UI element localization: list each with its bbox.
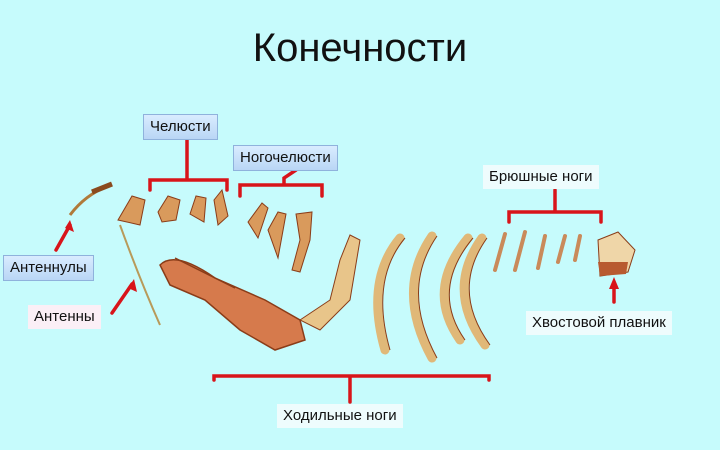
label-walking-legs: Ходильные ноги xyxy=(277,404,403,428)
maxilliped-limbs xyxy=(247,202,313,273)
walking-legs-outline xyxy=(382,235,491,359)
tail-fin xyxy=(597,231,636,277)
slide-title: Конечности xyxy=(252,26,468,70)
label-antennules: Антеннулы xyxy=(3,255,94,281)
antennule-limb xyxy=(68,181,113,216)
antenna-limb xyxy=(119,224,161,326)
label-tail-fin: Хвостовой плавник xyxy=(526,311,672,335)
swimmeret-limbs xyxy=(493,230,582,272)
walking-legs xyxy=(373,231,490,363)
label-antennae: Антенны xyxy=(28,305,101,329)
label-swimmerets: Брюшные ноги xyxy=(483,165,599,189)
label-maxillipeds: Ногочелюсти xyxy=(233,145,338,171)
label-jaws: Челюсти xyxy=(143,114,218,140)
jaw-limbs xyxy=(117,188,229,226)
arrow-heads xyxy=(65,220,619,292)
claw-leg xyxy=(159,234,361,351)
